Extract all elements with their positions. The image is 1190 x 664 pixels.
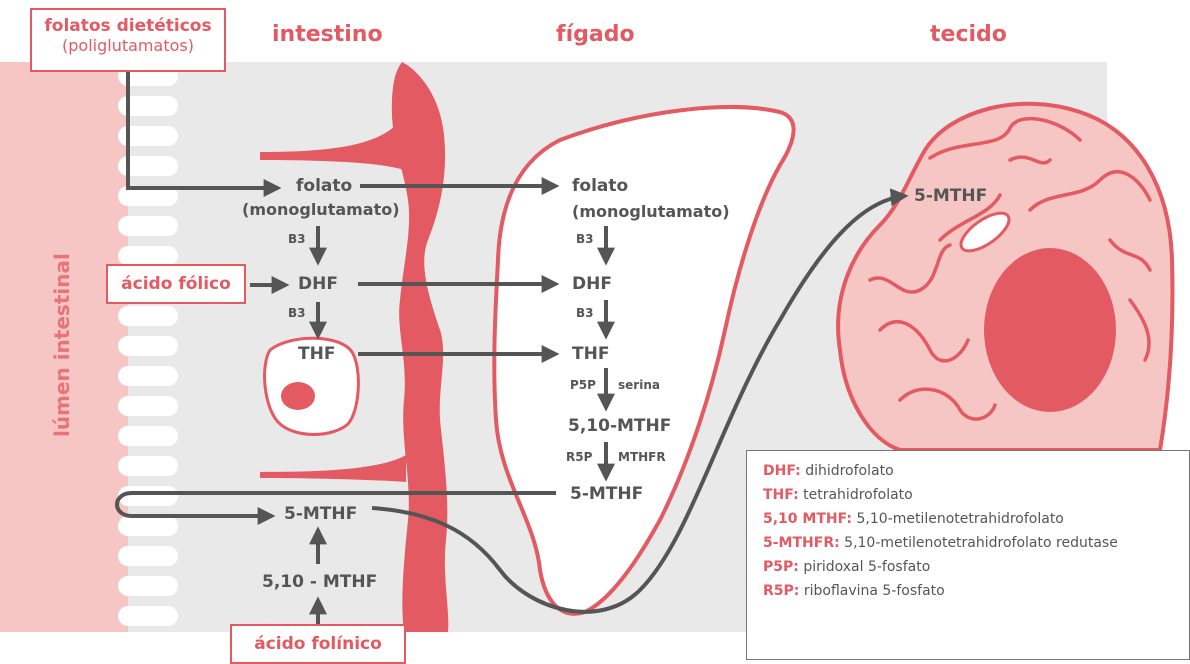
legend-key: 5,10 MTHF: <box>763 511 852 527</box>
int-thf: THF <box>298 344 335 364</box>
legend-row: 5-MTHFR: 5,10-metilenotetrahidrofolato r… <box>763 535 1189 551</box>
legend-text: 5,10-metilenotetrahidrofolato redutase <box>844 535 1118 551</box>
header-intestine: intestino <box>272 22 383 47</box>
legend-text: piridoxal 5-fosfato <box>803 559 930 575</box>
folic-acid-box: ácido fólico <box>106 264 246 304</box>
int-b3-b: B3 <box>288 306 306 320</box>
liv-thf: THF <box>572 344 609 364</box>
liv-serina: serina <box>618 378 660 392</box>
legend-key: P5P: <box>763 559 799 575</box>
dietary-folates-subtitle: (poliglutamatos) <box>32 36 224 55</box>
header-liver: fígado <box>556 22 635 47</box>
legend-text: riboflavina 5-fosfato <box>804 583 945 599</box>
tissue-nucleus <box>984 248 1116 412</box>
legend-key: THF: <box>763 487 799 503</box>
liv-p5p: P5P <box>570 378 596 392</box>
legend-text: 5,10-metilenotetrahidrofolato <box>856 511 1063 527</box>
liv-monoglutamato: (monoglutamato) <box>572 202 730 221</box>
legend-text: dihidrofolato <box>805 463 893 479</box>
liv-b3-b: B3 <box>576 306 594 320</box>
liv-r5p: R5P <box>566 450 592 464</box>
cell-nucleus <box>281 382 315 410</box>
liv-mthfr: MTHFR <box>618 450 666 464</box>
dietary-folates-box: folatos dietéticos (poliglutamatos) <box>30 8 226 72</box>
legend-key: 5-MTHFR: <box>763 535 840 551</box>
int-dhf: DHF <box>298 274 338 294</box>
legend-row: DHF: dihidrofolato <box>763 463 1189 479</box>
legend-key: R5P: <box>763 583 799 599</box>
lumen-label: lúmen intestinal <box>50 297 74 437</box>
header-tissue: tecido <box>930 22 1007 47</box>
liv-b3-a: B3 <box>576 232 594 246</box>
folinic-acid-box: ácido folínico <box>230 624 406 664</box>
legend-row: R5P: riboflavina 5-fosfato <box>763 583 1189 599</box>
int-monoglutamato: (monoglutamato) <box>242 200 400 219</box>
liv-dhf: DHF <box>572 274 612 294</box>
liv-5-mthf: 5-MTHF <box>570 484 643 504</box>
legend-box: DHF: dihidrofolato THF: tetrahidrofolato… <box>746 450 1190 660</box>
int-b3-a: B3 <box>288 232 306 246</box>
int-folato: folato <box>296 176 352 196</box>
liv-folato: folato <box>572 176 628 196</box>
legend-text: tetrahidrofolato <box>803 487 913 503</box>
legend-row: 5,10 MTHF: 5,10-metilenotetrahidrofolato <box>763 511 1189 527</box>
legend-row: THF: tetrahidrofolato <box>763 487 1189 503</box>
legend-row: P5P: piridoxal 5-fosfato <box>763 559 1189 575</box>
legend-key: DHF: <box>763 463 801 479</box>
int-5-mthf: 5-MTHF <box>284 504 357 524</box>
int-5-10-mthf: 5,10 - MTHF <box>262 572 377 592</box>
tissue-5-mthf: 5-MTHF <box>914 186 987 206</box>
dietary-folates-title: folatos dietéticos <box>32 16 224 36</box>
liv-5-10-mthf: 5,10-MTHF <box>568 416 671 436</box>
